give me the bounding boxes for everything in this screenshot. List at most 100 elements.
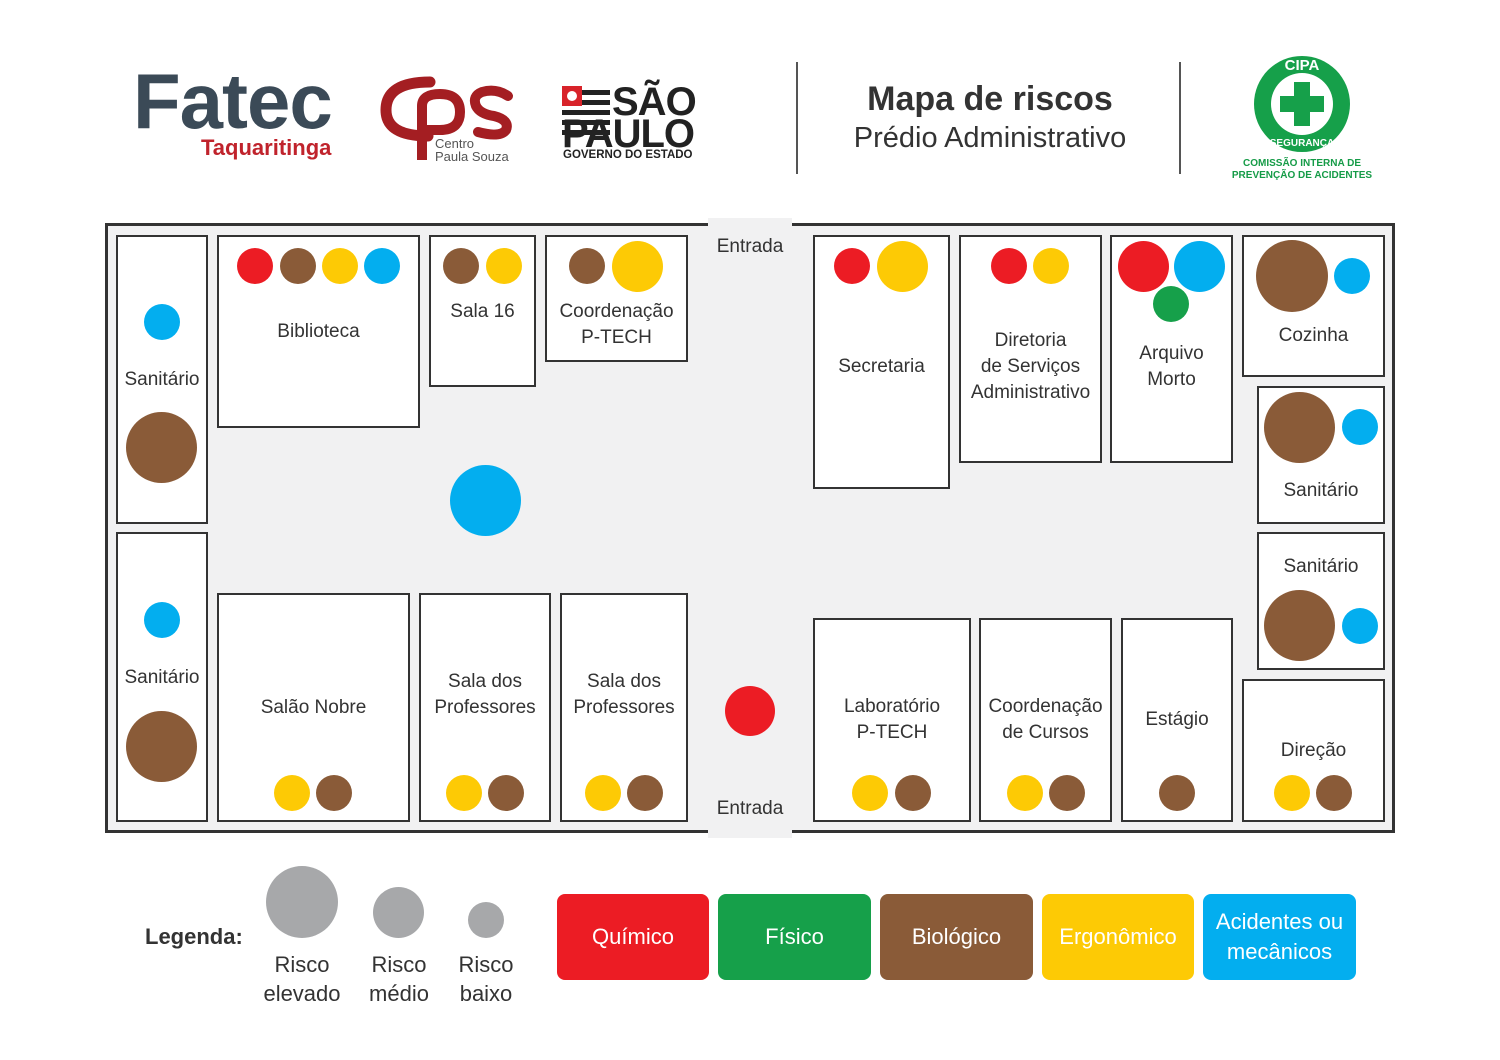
- cipa-logo: CIPA SEGURANÇA: [1254, 56, 1350, 152]
- room-coordenacao-ptech[interactable]: Coordenação P-TECH: [545, 235, 688, 362]
- risk-acidentes-elevado: [1174, 241, 1225, 292]
- legend-category-biologico: Biológico: [880, 894, 1033, 980]
- risk-acidentes-medio: [364, 248, 400, 284]
- risk-biologico-medio: [569, 248, 605, 284]
- risk-biologico-medio: [627, 775, 663, 811]
- room-label-line2: de Cursos: [1002, 722, 1089, 743]
- room-coordenacao-cursos[interactable]: Coordenação de Cursos: [979, 618, 1112, 822]
- risk-biologico-medio: [316, 775, 352, 811]
- room-label: Estágio: [1145, 709, 1209, 730]
- room-label-line3: Administrativo: [970, 382, 1091, 403]
- risk-ergonomico-elevado: [612, 241, 663, 292]
- room-label-line2: P-TECH: [856, 722, 928, 743]
- corridor-risk-acidentes-elevado: [450, 465, 521, 536]
- risk-biologico-medio: [488, 775, 524, 811]
- risk-ergonomico-medio: [446, 775, 482, 811]
- central-corridor: [708, 218, 792, 838]
- room-label: Sala dos Professores: [562, 669, 686, 721]
- risk-ergonomico-medio: [1007, 775, 1043, 811]
- room-label: Sala 16: [450, 301, 515, 322]
- room-direcao[interactable]: Direção: [1242, 679, 1385, 822]
- legend-title: Legenda:: [145, 924, 243, 949]
- sao-paulo-flag-icon: [562, 86, 610, 146]
- room-label-line2: Professores: [434, 697, 536, 718]
- risk-acidentes-medio: [144, 602, 180, 638]
- legend-size-elevado-label: Risco elevado: [247, 950, 357, 1008]
- risk-ergonomico-elevado: [877, 241, 928, 292]
- legend-category-label-line2: mecânicos: [1226, 939, 1333, 964]
- room-label-line1: Coordenação: [559, 301, 674, 322]
- legend-size-label-line1: Risco: [371, 952, 427, 977]
- room-label: Sala dos Professores: [421, 669, 549, 721]
- risk-acidentes-medio: [144, 304, 180, 340]
- legend-size-baixo-label: Risco baixo: [431, 950, 541, 1008]
- room-label-line2: Morto: [1147, 369, 1196, 390]
- legend-category-acidentes: Acidentes ou mecânicos: [1203, 894, 1356, 980]
- legend-category-quimico: Químico: [557, 894, 709, 980]
- sao-paulo-logo-line1: SÃO: [612, 80, 697, 124]
- risk-quimico-medio: [237, 248, 273, 284]
- risk-biologico-elevado: [1256, 240, 1328, 312]
- room-label-line1: Coordenação: [988, 696, 1103, 717]
- room-label: Arquivo Morto: [1112, 341, 1231, 393]
- cps-subtitle-line1: Centro: [435, 136, 475, 151]
- risk-quimico-elevado: [1118, 241, 1169, 292]
- room-label: Laboratório P-TECH: [815, 694, 969, 746]
- risk-ergonomico-medio: [322, 248, 358, 284]
- risk-biologico-medio: [1159, 775, 1195, 811]
- room-salao-nobre[interactable]: Salão Nobre: [217, 593, 410, 822]
- legend-size-baixo-marker: [468, 902, 504, 938]
- room-label-line2: P-TECH: [581, 327, 652, 348]
- entrance-label-bottom: Entrada: [716, 798, 784, 819]
- risk-biologico-medio: [443, 248, 479, 284]
- risk-ergonomico-medio: [585, 775, 621, 811]
- page-title: Mapa de riscos: [867, 80, 1113, 118]
- cps-subtitle-line2: Paula Souza: [435, 149, 509, 164]
- legend-size-medio-marker: [373, 887, 424, 938]
- room-sala-professores-2[interactable]: Sala dos Professores: [560, 593, 688, 822]
- risk-acidentes-medio: [1334, 258, 1370, 294]
- legend-category-fisico: Físico: [718, 894, 871, 980]
- room-label: Coordenação P-TECH: [547, 299, 686, 351]
- room-diretoria-servicos[interactable]: Diretoria de Serviços Administrativo: [959, 235, 1102, 463]
- fatec-logo: Fatec: [133, 57, 333, 145]
- risk-biologico-medio: [1049, 775, 1085, 811]
- room-label: Secretaria: [838, 356, 925, 377]
- risk-biologico-medio: [895, 775, 931, 811]
- legend-size-label-line2: baixo: [459, 981, 513, 1006]
- risk-ergonomico-medio: [1274, 775, 1310, 811]
- room-label: Sanitário: [1283, 480, 1359, 501]
- room-label: Cozinha: [1278, 325, 1349, 346]
- cipa-caption: COMISSÃO INTERNA DE PREVENÇÃO DE ACIDENT…: [1220, 158, 1384, 182]
- entrance-label-top: Entrada: [716, 236, 784, 257]
- room-laboratorio-ptech[interactable]: Laboratório P-TECH: [813, 618, 971, 822]
- room-label: Diretoria de Serviços Administrativo: [961, 328, 1100, 406]
- page-subtitle: Prédio Administrativo: [853, 122, 1127, 154]
- risk-ergonomico-medio: [486, 248, 522, 284]
- room-label: Sanitário: [124, 667, 200, 688]
- room-label-line1: Laboratório: [843, 696, 941, 717]
- cipa-caption-line1: COMISSÃO INTERNA DE: [1243, 158, 1361, 169]
- room-label: Coordenação de Cursos: [981, 694, 1110, 746]
- risk-quimico-medio: [834, 248, 870, 284]
- room-label-line2: Professores: [573, 697, 675, 718]
- risk-quimico-medio: [991, 248, 1027, 284]
- cps-logo: [380, 76, 513, 160]
- room-label-line1: Sala dos: [448, 671, 522, 692]
- risk-ergonomico-medio: [1033, 248, 1069, 284]
- room-sala-professores-1[interactable]: Sala dos Professores: [419, 593, 551, 822]
- risk-biologico-elevado: [1264, 590, 1335, 661]
- risk-biologico-elevado: [1264, 392, 1335, 463]
- risk-ergonomico-medio: [852, 775, 888, 811]
- room-label: Salão Nobre: [260, 697, 367, 718]
- room-label-line2: de Serviços: [980, 356, 1081, 377]
- cipa-caption-line2: PREVENÇÃO DE ACIDENTES: [1231, 170, 1373, 181]
- legend-category-ergonomico: Ergonômico: [1042, 894, 1194, 980]
- room-label: Sanitário: [1283, 556, 1359, 577]
- risk-biologico-medio: [1316, 775, 1352, 811]
- sao-paulo-logo-line2: PAULO: [562, 112, 695, 156]
- cipa-logo-top-text: CIPA: [1285, 57, 1320, 74]
- risk-acidentes-medio: [1342, 409, 1378, 445]
- room-label: Biblioteca: [277, 321, 360, 342]
- legend-size-label-line1: Risco: [274, 952, 330, 977]
